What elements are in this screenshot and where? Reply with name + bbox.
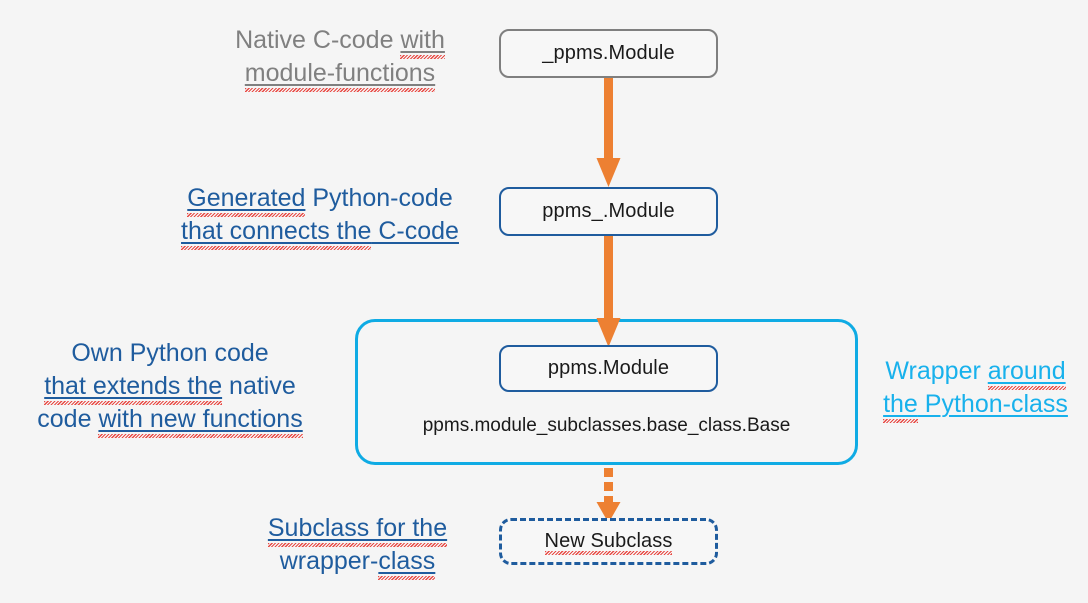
label-native-line1-a: Native C-code [235, 26, 401, 54]
label-own-line2-b: native [222, 372, 296, 400]
label-native-line1-b: with [400, 24, 446, 59]
label-native-c-code: Native C-code with module-functions [185, 24, 495, 92]
label-wrapper-line2-b: Python-class [917, 390, 1068, 418]
label-native-line2: module-functions [244, 57, 436, 92]
arrow-own-to-subclass-icon [596, 468, 621, 523]
label-wrapper-line1-b: around [987, 355, 1066, 390]
label-own-line2-a: that extends the [44, 370, 222, 405]
label-own-line3-b: with new functions [98, 403, 304, 438]
node-base-class-label: ppms.module_subclasses.base_class.Base [422, 415, 791, 436]
node-own-label: ppms.Module [547, 357, 670, 379]
label-generated-python-code: Generated Python-code that connects the … [155, 182, 485, 250]
arrow-generated-to-own [580, 234, 636, 357]
label-own-line3-a: code [37, 405, 99, 433]
label-wrapper-around-python-class: Wrapper around the Python-class [868, 355, 1083, 423]
label-wrapper-line1-a: Wrapper [885, 357, 988, 385]
node-base-class-text: ppms.module_subclasses.base_class.Base [355, 415, 858, 437]
label-generated-line2-b: C-code [371, 217, 459, 245]
label-generated-line2-a: that connects the [181, 215, 372, 250]
arrow-own-to-subclass [580, 466, 636, 533]
label-own-python-code: Own Python code that extends the native … [10, 337, 330, 438]
node-own-ppms-module[interactable]: ppms.Module [499, 345, 718, 392]
node-subclass-label: New Subclass [544, 530, 673, 555]
label-subclass-line2-b: class [378, 545, 435, 580]
label-subclass-line2-a: wrapper- [279, 547, 379, 575]
node-generated-ppms-module[interactable]: ppms_.Module [499, 187, 718, 236]
label-wrapper-line2-a: the [883, 388, 918, 423]
label-subclass-line1: Subclass for the [267, 512, 448, 547]
arrow-generated-to-own-icon [596, 234, 621, 347]
node-native-label: _ppms.Module [542, 42, 675, 64]
arrow-native-to-generated-icon [596, 76, 621, 187]
node-new-subclass[interactable]: New Subclass [499, 518, 718, 565]
node-generated-label: ppms_.Module [542, 200, 675, 222]
label-generated-line1-a: Generated [187, 182, 306, 217]
node-native-ppms-module[interactable]: _ppms.Module [499, 29, 718, 78]
arrow-native-to-generated [580, 76, 636, 195]
label-subclass-for-wrapper: Subclass for the wrapper-class [250, 512, 465, 580]
label-generated-line1-b: Python-code [305, 184, 453, 212]
label-own-line1: Own Python code [71, 339, 269, 367]
